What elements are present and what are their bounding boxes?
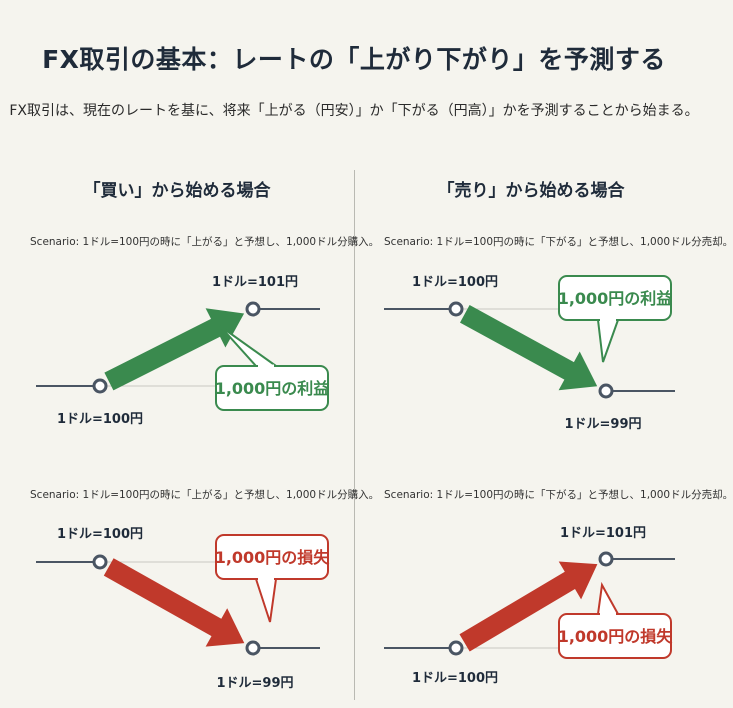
start-point-buy-down (92, 554, 108, 570)
result-label-buy-down: 1,000円の損失 (215, 548, 331, 567)
buy-column-heading: 「買い」から始める場合 (83, 181, 271, 201)
rate-diagram: 1ドル=100円 1ドル=101円 1,000円の利益 1ドル=100円 1ドル=99円… (36, 275, 675, 691)
callout-pointer-sell-down (597, 319, 619, 363)
scenario-text-sell-down: Scenario: 1ドル=100円の時に「下がる」と予想し、1,000ドル分売… (384, 236, 733, 248)
end-rate-label-buy-down: 1ドル=99円 (216, 676, 293, 691)
end-point-sell-up (598, 551, 614, 567)
sell-column-heading: 「売り」から始める場合 (437, 181, 625, 201)
start-point-sell-down (448, 301, 464, 317)
end-rate-label-sell-up: 1ドル=101円 (560, 526, 646, 541)
callout-pointer-buy-up (219, 325, 277, 367)
result-label-sell-down: 1,000円の利益 (558, 289, 673, 308)
callout-pointer-buy-down (255, 578, 277, 623)
column-divider (354, 170, 355, 700)
rate-arrow-sell-down (460, 305, 598, 391)
page-subtitle: FX取引は、現在のレートを基に、将来「上がる（円安）」か「下がる（円高）」かを予… (9, 103, 699, 119)
scenario-text-buy-down: Scenario: 1ドル=100円の時に「上がる」と予想し、1,000ドル分購… (30, 489, 380, 501)
start-point-sell-up (448, 640, 464, 656)
rate-arrow-sell-up (459, 561, 598, 652)
end-rate-label-buy-up: 1ドル=101円 (212, 275, 298, 290)
scenario-text-buy-up: Scenario: 1ドル=100円の時に「上がる」と予想し、1,000ドル分購… (30, 236, 380, 248)
end-point-sell-down (598, 383, 614, 399)
end-rate-label-sell-down: 1ドル=99円 (564, 417, 641, 432)
page-title: FX取引の基本：レートの「上がり下がり」を予測する (42, 45, 666, 74)
start-rate-label-sell-up: 1ドル=100円 (412, 671, 498, 686)
callout-pointer-sell-up (597, 581, 619, 615)
rate-arrow-buy-down (103, 558, 245, 647)
start-rate-label-buy-up: 1ドル=100円 (57, 412, 143, 427)
rate-arrow-buy-up (104, 308, 245, 391)
start-rate-label-buy-down: 1ドル=100円 (57, 527, 143, 542)
start-point-buy-up (92, 378, 108, 394)
end-point-buy-down (245, 640, 261, 656)
start-rate-label-sell-down: 1ドル=100円 (412, 275, 498, 290)
result-label-buy-up: 1,000円の利益 (215, 379, 330, 398)
end-point-buy-up (245, 301, 261, 317)
result-label-sell-up: 1,000円の損失 (558, 627, 674, 646)
scenario-text-sell-up: Scenario: 1ドル=100円の時に「下がる」と予想し、1,000ドル分売… (384, 489, 733, 501)
